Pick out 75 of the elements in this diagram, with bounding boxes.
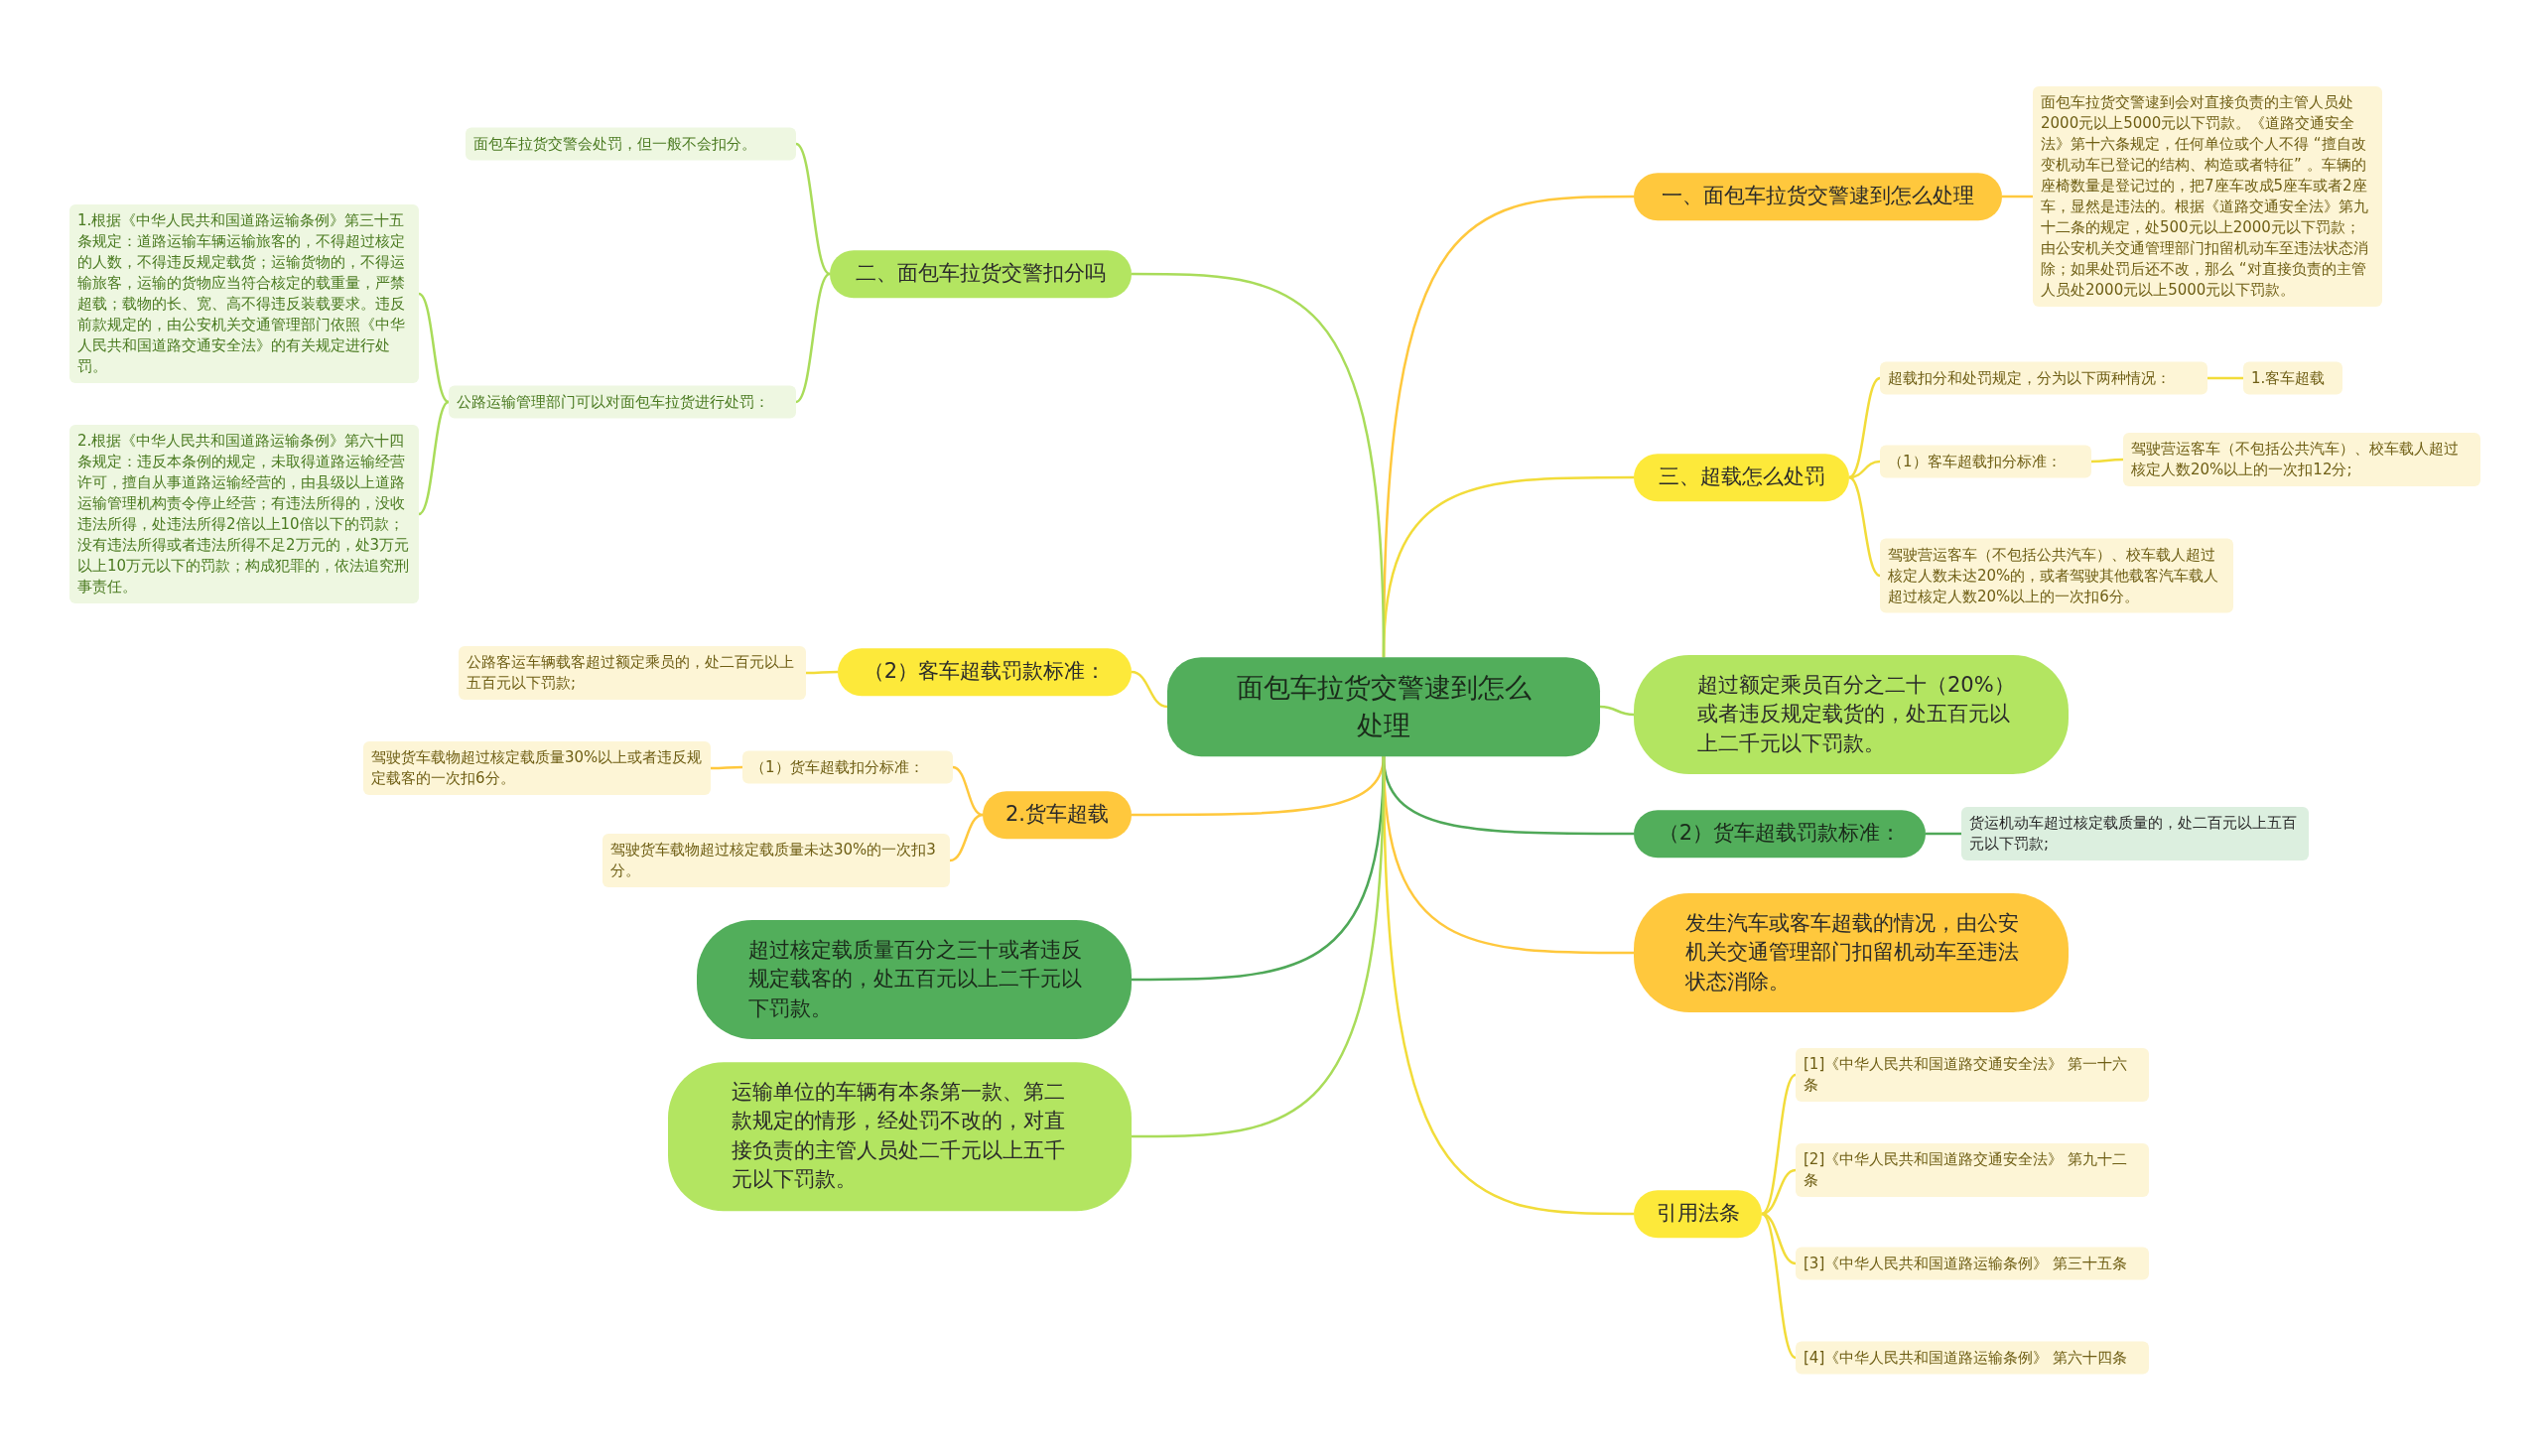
topic-pill <box>983 791 1132 839</box>
note-box <box>602 834 950 887</box>
note-text: 货运机动车超过核定载质量的，处二百元以上五百元以下罚款; <box>1969 813 2298 855</box>
topic-text: 2.货车超载 <box>1003 801 1110 829</box>
note-text: 驾驶货车载物超过核定载质量未达30%的一次扣3分。 <box>610 840 937 881</box>
note-text: [2]《中华人民共和国道路交通安全法》 第九十二条 <box>1804 1149 2128 1191</box>
topic-text: 二、面包车拉货交警扣分吗 <box>855 260 1107 288</box>
topic-text: 超过额定乘员百分之二十（20%）或者违反规定载货的，处五百元以上二千元以下罚款。 <box>1697 671 2016 757</box>
branch-line <box>1848 376 1881 479</box>
note-text: 驾驶营运客车（不包括公共汽车）、校车载人超过核定人数20%以上的一次扣12分; <box>2131 439 2460 480</box>
branch-line <box>949 813 984 862</box>
topic-pill <box>838 648 1132 696</box>
branch-line <box>2091 458 2123 463</box>
note-box <box>1961 807 2309 860</box>
note-box <box>459 646 806 700</box>
note-box <box>1880 445 2091 478</box>
note-box <box>1796 1048 2149 1102</box>
note-text: 公路客运车辆载客超过额定乘员的，处二百元以上五百元以下罚款; <box>467 652 795 694</box>
note-box <box>363 741 711 795</box>
branch-line <box>418 292 450 404</box>
note-box <box>466 127 796 161</box>
note-text: 面包车拉货交警逮到会对直接负责的主管人员处2000元以上5000元以下罚款。《道路交通安全法》第十六条规定，任何单位或个人不得 “擅自改变机动车已登记的结构、构造或者特征” 。车辆的座椅数量是登记过的，把7座车改成5座车或者2座车，显然是违法的。根据《道路交通安全法》第九十二条的规定，处500元以上2000元以下罚款；由公安机关交通管理部门扣留机动车至违法状态消除；如果处罚后还不改，那么 “对直接负责的主管人员处2000元以上5000元以下罚款。 <box>2041 92 2369 301</box>
topic-text: 三、超载怎么处罚 <box>1657 463 1826 491</box>
topic-pill <box>1634 1190 1762 1238</box>
topic-pill <box>830 250 1132 298</box>
branch-line <box>1132 755 1386 1138</box>
branch-line <box>1848 475 1881 578</box>
central-topic-text: 面包车拉货交警逮到怎么处理 <box>1235 671 1533 742</box>
branch-line <box>1132 272 1386 658</box>
note-box <box>2243 361 2342 395</box>
topic-pill <box>1634 173 2002 220</box>
note-text: 超载扣分和处罚规定，分为以下两种情况： <box>1888 367 2172 389</box>
note-box <box>1796 1341 2149 1375</box>
note-text: [1]《中华人民共和国道路交通安全法》 第一十六条 <box>1804 1054 2128 1096</box>
branch-line <box>952 765 984 817</box>
branch-line <box>806 670 838 675</box>
note-text: 2.根据《中华人民共和国道路运输条例》第六十四条规定：违反本条例的规定，未取得道路运输经营许可，擅自从事道路运输经营的，由县级以上道路运输管理机构责令停止经营；有违法所得的，没收违法所得，处违法所得2倍以上10倍以下的罚款；没有违法所得或者违法所得不足2万元的，处3万元以上10万元以下的罚款；构成犯罪的，依法追究刑事责任。 <box>77 431 411 597</box>
branch-line <box>711 765 742 770</box>
topic-text: 引用法条 <box>1655 1200 1741 1228</box>
note-box <box>1880 538 2233 613</box>
note-text: [4]《中华人民共和国道路运输条例》 第六十四条 <box>1804 1347 2128 1369</box>
topic-text: 一、面包车拉货交警逮到怎么处理 <box>1661 183 1975 210</box>
branch-line <box>795 142 831 276</box>
note-text: 驾驶货车载物超过核定载质量30%以上或者违反规定载客的一次扣6分。 <box>371 747 703 789</box>
note-text: （1）客车超载扣分标准： <box>1888 451 2063 472</box>
branch-line <box>1599 705 1635 717</box>
topic-text: 运输单位的车辆有本条第一款、第二款规定的情形，经处罚不改的，对直接负责的主管人员处二千元以上五千元以下罚款。 <box>732 1079 1066 1194</box>
topic-pill <box>1634 454 1849 501</box>
branch-line <box>1926 832 1961 836</box>
topic-pill <box>668 1062 1132 1211</box>
topic-text: （2）客车超载罚款标准： <box>862 658 1108 686</box>
note-text: （1）货车超载扣分标准： <box>750 756 925 778</box>
branch-line <box>795 272 831 404</box>
topic-text: 超过核定载质量百分之三十或者违反规定载客的，处五百元以上二千元以下罚款。 <box>748 936 1083 1022</box>
note-text: 驾驶营运客车（不包括公共汽车）、校车载人超过核定人数未达20%的，或者驾驶其他载客汽车载人超过核定人数20%以上的一次扣6分。 <box>1888 544 2220 607</box>
topic-pill <box>1634 810 1926 858</box>
branch-line <box>418 400 450 516</box>
note-text: 公路运输管理部门可以对面包车拉货进行处罚： <box>457 391 770 413</box>
note-box <box>1796 1247 2149 1280</box>
note-box <box>742 750 953 784</box>
branch-line <box>2002 195 2033 199</box>
branch-line <box>1761 1213 1797 1359</box>
branch-line <box>1131 670 1168 709</box>
note-box <box>449 385 796 419</box>
topic-text: 发生汽车或客车超载的情况，由公安机关交通管理部门扣留机动车至违法状态消除。 <box>1685 909 2020 995</box>
note-text: 面包车拉货交警会处罚，但一般不会扣分。 <box>473 133 757 155</box>
branch-line <box>2207 376 2243 380</box>
note-text: 1.客车超载 <box>2251 367 2327 389</box>
note-box <box>1880 361 2207 395</box>
note-text: [3]《中华人民共和国道路运输条例》 第三十五条 <box>1804 1253 2128 1274</box>
note-box <box>2123 433 2480 486</box>
note-box <box>1796 1143 2149 1197</box>
note-text: 1.根据《中华人民共和国道路运输条例》第三十五条规定：道路运输车辆运输旅客的，不得超过核定的人数，不得违反规定载货；运输货物的，不得运输旅客，运输的货物应当符合核定的载重量，严禁超载；载物的长、宽、高不得违反装载要求。违反前款规定的，由公安机关交通管理部门依照《中华人民共和国道路交通安全法》的有关规定进行处罚。 <box>77 210 406 377</box>
central-topic-pill <box>1167 657 1600 756</box>
topic-text: （2）货车超载罚款标准： <box>1657 820 1903 848</box>
